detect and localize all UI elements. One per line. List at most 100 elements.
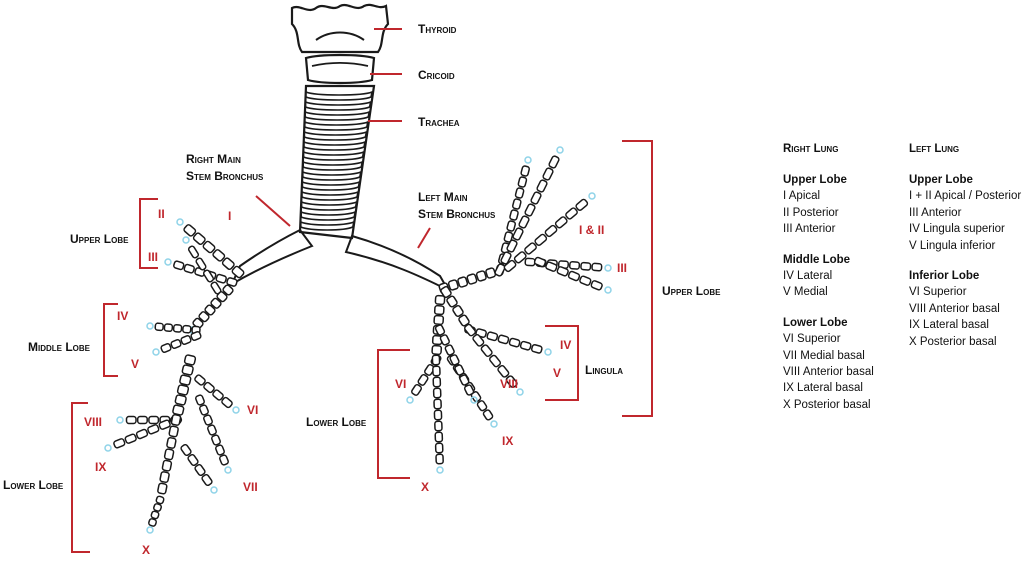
bronchiole-tip: [152, 348, 160, 356]
legend-item: V Medial: [783, 286, 828, 299]
cartilage-cell: [464, 323, 477, 337]
bronchiole-tip: [182, 236, 190, 244]
cartilage-cell: [212, 389, 224, 401]
bronchiole-tip: [604, 264, 612, 272]
bronchiole-tip: [116, 416, 124, 424]
legend-group-title: Inferior Lobe: [909, 270, 980, 283]
cartilage-cell: [444, 344, 455, 356]
cartilage-cell: [194, 374, 206, 386]
bronchiole-tip: [556, 146, 564, 154]
legend-item: I Apical: [783, 190, 821, 203]
cartilage-cell: [524, 257, 536, 267]
cartilage-cell: [509, 209, 519, 221]
cartilage-cell: [536, 179, 548, 193]
cartilage-cell: [480, 344, 493, 357]
cartilage-cell: [591, 262, 603, 272]
cartilage-cell: [524, 242, 537, 255]
legend-group-title: Upper Lobe: [909, 174, 973, 186]
cartilage-cell: [432, 365, 441, 377]
segment-r-x: X: [142, 543, 151, 557]
legend-left-inferior: Inferior Lobe VI Superior VIII Anterior …: [909, 268, 1021, 350]
cartilage-cell: [215, 273, 227, 284]
legend-item: III Anterior: [783, 223, 836, 236]
left-lower-lobe-label: Lower Lobe: [306, 415, 367, 429]
thyroid-cartilage: [290, 3, 390, 54]
bronchiole-tip: [176, 218, 184, 226]
lingula-label: Lingula: [585, 363, 623, 377]
cartilage-cell: [513, 251, 527, 264]
segment-l-iii: III: [617, 261, 628, 275]
segment-l-ix: IX: [502, 434, 514, 448]
cartilage-cell: [160, 343, 172, 353]
right-upper-lobe-label: Upper Lobe: [70, 232, 129, 246]
bronchiole-tip: [544, 348, 552, 356]
cartilage-cell: [568, 260, 581, 270]
cartilage-cell: [579, 275, 592, 286]
cartilage-cell: [466, 273, 478, 285]
cartilage-cell: [183, 354, 197, 366]
cartilage-cell: [147, 424, 160, 435]
bronchiole-tip: [524, 156, 532, 164]
thyroid-notch: [315, 31, 365, 41]
cartilage-cell: [204, 304, 216, 316]
trachea-ring: [302, 160, 364, 171]
legend-item: IX Lateral basal: [783, 382, 863, 395]
legend-item: VI Superior: [783, 333, 841, 346]
cartilage-cell: [575, 198, 589, 211]
legend-group-title: Upper Lobe: [783, 174, 847, 186]
segment-l-i-ii: I & II: [579, 223, 605, 237]
cartilage-cell: [176, 384, 190, 396]
legend-item: X Posterior basal: [783, 398, 871, 411]
cartilage-cell: [434, 442, 444, 454]
cartilage-cell: [512, 227, 524, 241]
right-middle-lobe-label: Middle Lobe: [28, 340, 90, 354]
cartilage-cell: [548, 155, 560, 169]
cartilage-cell: [202, 240, 216, 254]
cartilage-cell: [179, 374, 192, 386]
cartilage-cell: [459, 374, 470, 386]
cartilage-cell: [182, 324, 192, 334]
cartilage-cell: [135, 428, 149, 440]
cartilage-cell: [503, 259, 517, 273]
legend-right-lung: Right Lung Upper Lobe I Apical II Poster…: [783, 140, 874, 413]
cartilage-cell: [476, 400, 488, 412]
cartilage-cell: [187, 245, 200, 259]
cartilage-cell: [187, 453, 199, 467]
right-main-bronchus-label-2: Stem Bronchus: [186, 169, 264, 183]
cartilage-cell: [163, 323, 174, 332]
segment-l-vi: VI: [395, 377, 407, 391]
cartilage-cell: [180, 443, 192, 457]
branch-cartilage-rings: [104, 146, 612, 534]
cartilage-cell: [195, 394, 205, 406]
annotation-lines: [71, 28, 653, 553]
cartilage-cell: [457, 276, 469, 288]
cartilage-cell: [580, 261, 592, 271]
legend-item: IX Lateral basal: [909, 319, 989, 332]
cartilage-cell: [544, 224, 558, 238]
bronchiole-tip: [516, 388, 524, 396]
segment-r-vi: VI: [247, 403, 259, 417]
cartilage-cell: [172, 324, 183, 333]
cartilage-cell: [148, 518, 157, 527]
cartilage-cell: [181, 364, 194, 376]
cricoid-inner: [311, 62, 369, 67]
segment-r-iii: III: [148, 250, 159, 264]
legend-item: IV Lingula superior: [909, 223, 1005, 236]
cartilage-cell: [452, 305, 464, 317]
trachea-ring: [304, 120, 369, 131]
trachea-ring: [300, 210, 357, 221]
cartilage-cell: [518, 215, 530, 229]
right-main-bronchus-label-1: Right Main: [186, 152, 241, 166]
cartilage-cell: [447, 279, 459, 291]
left-main-bronchus-label-1: Left Main: [418, 190, 468, 204]
cartilage-cell: [458, 314, 470, 327]
bronchiole-tip: [232, 406, 240, 414]
legend-item: VII Medial basal: [783, 349, 865, 362]
cartilage-cell: [215, 444, 225, 456]
cartilage-cell: [221, 257, 235, 270]
bronchiole-tip: [146, 322, 154, 330]
cartilage-cell: [192, 232, 206, 245]
segment-r-v: V: [131, 357, 140, 371]
segment-r-ix: IX: [95, 460, 107, 474]
